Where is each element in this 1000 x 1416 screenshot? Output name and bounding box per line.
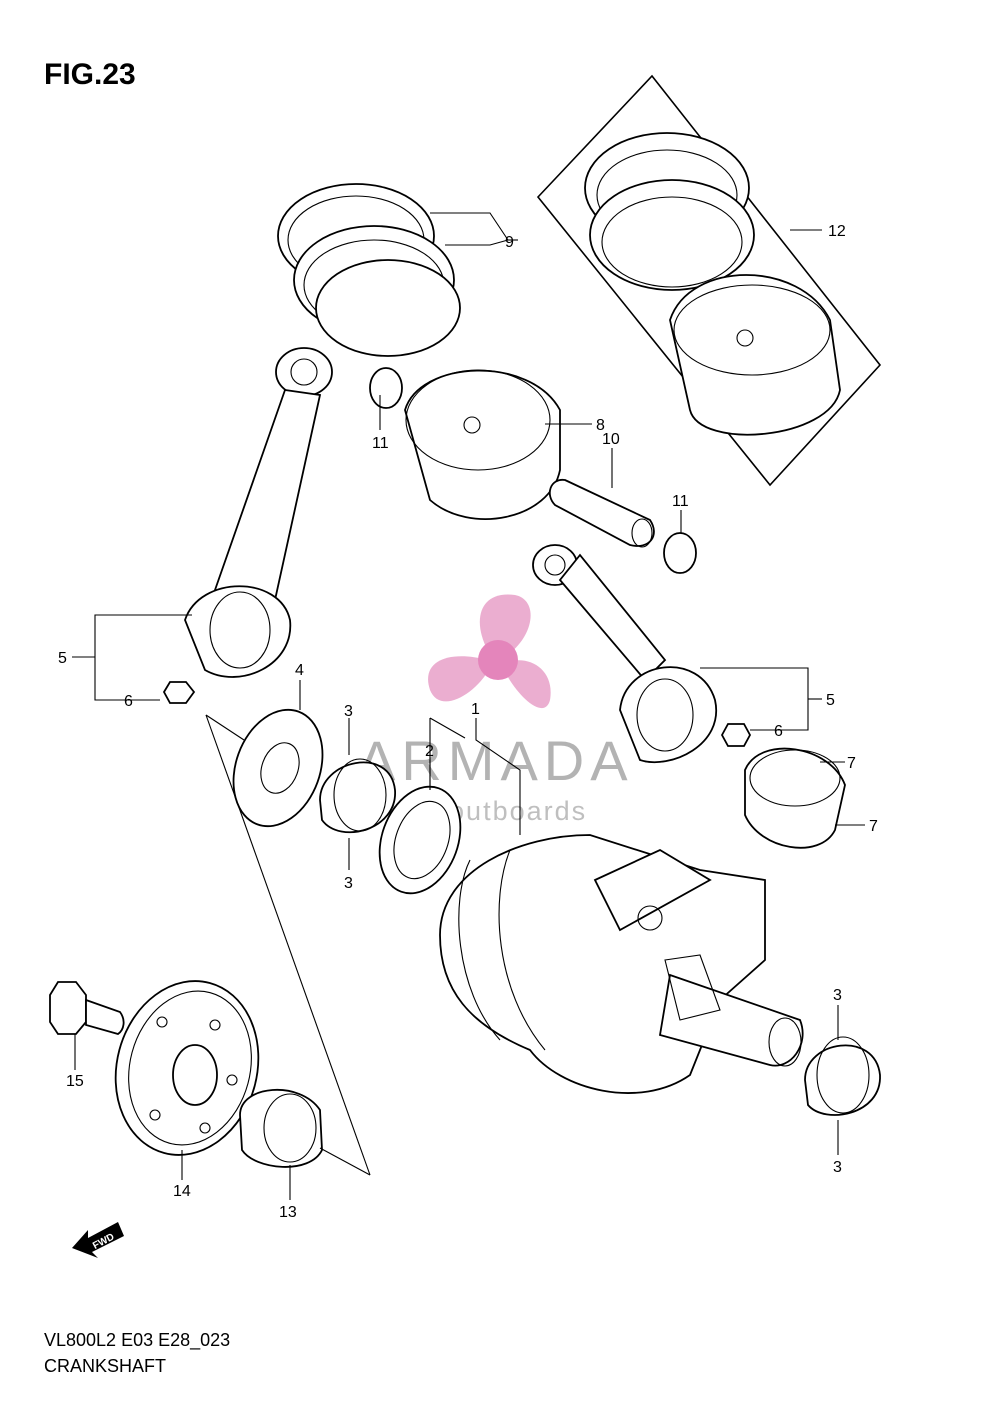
callout-11-left: 11 [372,435,389,452]
callout-12: 12 [828,223,846,240]
watermark-name: ARMADA [358,729,634,792]
piston-pin-circlip-right [663,532,697,574]
callout-4: 4 [295,662,304,679]
piston [404,369,561,520]
cam-drive-gear [239,1089,323,1168]
callout-5-right: 5 [826,692,835,709]
conrod-nut-right [720,723,752,747]
armada-logo [428,594,551,709]
callout-2: 2 [425,743,434,760]
piston-pin [548,479,655,548]
callout-14: 14 [173,1183,191,1200]
forward-arrow-icon: FWD [72,1222,124,1258]
model-code: VL800L2 E03 E28_023 [44,1330,231,1350]
callout-1: 1 [471,701,480,718]
callout-5-left: 5 [58,650,67,667]
connecting-rod-left [184,347,333,678]
crank-bearing-left [319,758,396,834]
conrod-bearing [744,747,846,849]
callout-3-top-left: 3 [344,703,353,720]
gear-bolt [49,981,125,1035]
thrust-washer [232,708,324,828]
primary-drive-gear [114,980,260,1156]
callout-9: 9 [505,234,514,251]
figure-title: FIG.23 [44,58,136,91]
callout-6-left: 6 [124,693,133,710]
piston-pin-circlip-left [369,367,403,409]
callout-3-top-right: 3 [833,987,842,1004]
callout-8: 8 [596,417,605,434]
callout-7-top: 7 [847,755,856,772]
connecting-rod-right [532,544,718,764]
callout-11-right: 11 [672,493,689,510]
callout-13: 13 [279,1204,297,1221]
propeller-blade-right [505,660,551,709]
crankshaft [439,834,804,1094]
piston-ring-set [277,183,461,357]
propeller-hub [478,640,518,680]
leader-lines [72,212,865,1200]
crank-bearing-right [804,1036,881,1116]
crank-journal-bearing [378,785,462,895]
piston-set-box [536,74,882,487]
conrod-nut-left [162,681,196,704]
callout-15: 15 [66,1073,84,1090]
callout-10: 10 [602,431,620,448]
callout-6-right: 6 [774,723,783,740]
callout-3-bottom-right: 3 [833,1159,842,1176]
assembly-outline [205,714,466,1176]
propeller-blade-left [428,656,490,702]
section-name: CRANKSHAFT [44,1356,167,1376]
callout-3-bottom-left: 3 [344,875,353,892]
callout-7-bottom: 7 [869,818,878,835]
